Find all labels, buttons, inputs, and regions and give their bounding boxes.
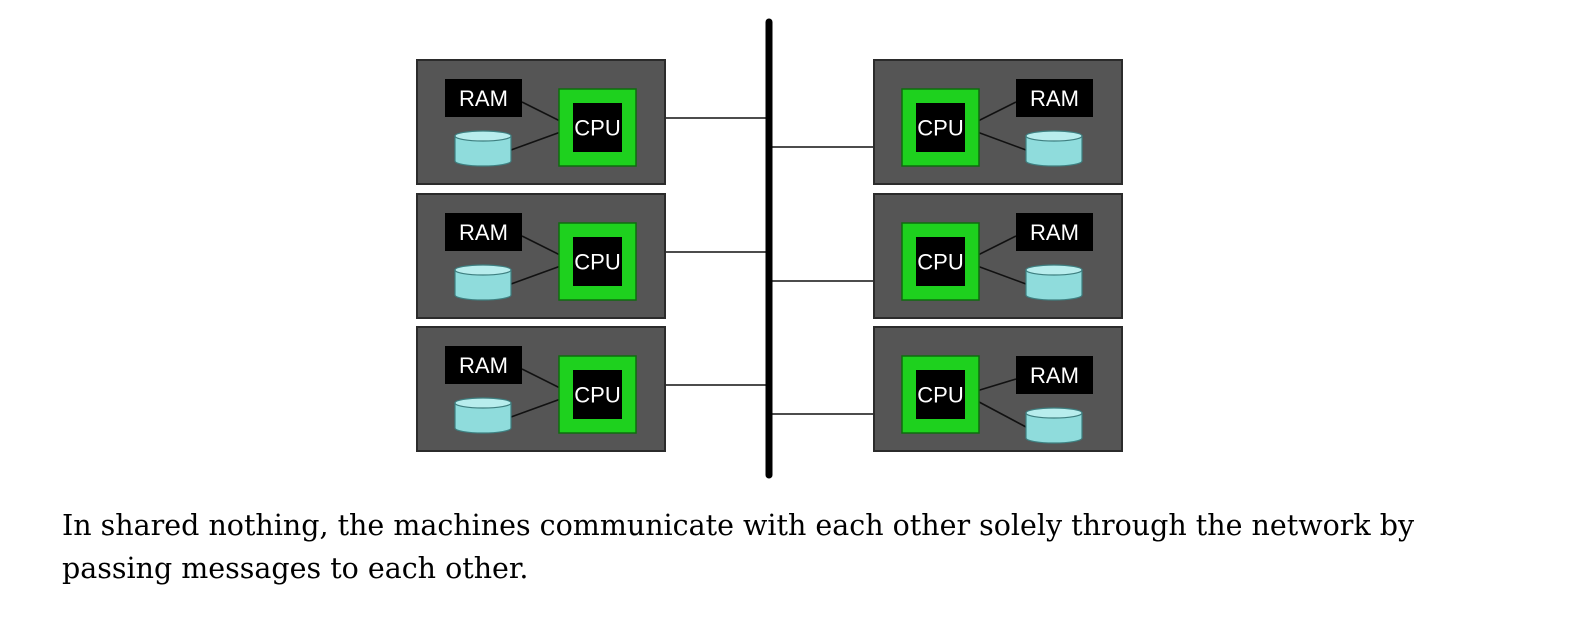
cpu-label: CPU [574, 116, 620, 141]
ram-block-left-1: RAM [445, 79, 522, 117]
caption-text: In shared nothing, the machines communic… [62, 509, 1415, 585]
ram-label: RAM [1030, 86, 1079, 111]
machine-right-3: RAM CPU [873, 326, 1123, 452]
ram-label: RAM [459, 220, 508, 245]
ram-label: RAM [459, 353, 508, 378]
disk-icon-left-2 [454, 264, 512, 301]
ram-block-right-1: RAM [1016, 79, 1093, 117]
ram-block-left-3: RAM [445, 346, 522, 384]
ram-label: RAM [1030, 363, 1079, 388]
ram-label: RAM [1030, 220, 1079, 245]
cpu-block-right-3: CPU [901, 355, 980, 434]
disk-icon-right-3 [1025, 407, 1083, 444]
ram-block-right-3: RAM [1016, 356, 1093, 394]
disk-icon-left-3 [454, 397, 512, 434]
cpu-label: CPU [917, 116, 963, 141]
ram-block-left-2: RAM [445, 213, 522, 251]
cpu-block-right-2: CPU [901, 222, 980, 301]
disk-icon-right-2 [1025, 264, 1083, 301]
disk-icon-left-1 [454, 130, 512, 167]
cpu-block-left-2: CPU [558, 222, 637, 301]
cpu-label: CPU [574, 250, 620, 275]
machine-right-2: RAM CPU [873, 193, 1123, 319]
machine-left-2: RAM CPU [416, 193, 666, 319]
cpu-label: CPU [574, 383, 620, 408]
disk-icon-right-1 [1025, 130, 1083, 167]
machine-nodes: RAM CPU RAM CPU RAM CPU RAM CPU RAM CPU RAM CPU [416, 59, 1123, 452]
machine-left-3: RAM CPU [416, 326, 666, 452]
cpu-block-left-1: CPU [558, 88, 637, 167]
machine-right-1: RAM CPU [873, 59, 1123, 185]
ram-label: RAM [459, 86, 508, 111]
cpu-block-right-1: CPU [901, 88, 980, 167]
cpu-block-left-3: CPU [558, 355, 637, 434]
cpu-label: CPU [917, 250, 963, 275]
cpu-label: CPU [917, 383, 963, 408]
shared-nothing-diagram: RAM CPU RAM CPU RAM CPU RAM CPU RAM CPU RAM CPU [416, 18, 1123, 479]
ram-block-right-2: RAM [1016, 213, 1093, 251]
machine-left-1: RAM CPU [416, 59, 666, 185]
